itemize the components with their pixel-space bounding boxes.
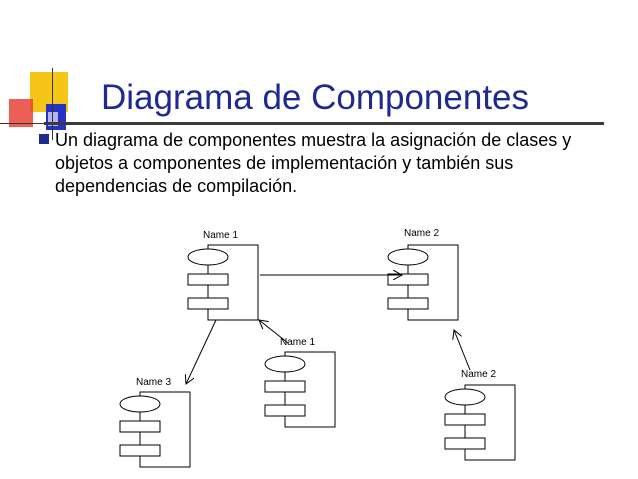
- slide-body-text: Un diagrama de componentes muestra la as…: [55, 130, 572, 196]
- red-square: [9, 99, 33, 127]
- slide-title: Diagrama de Componentes: [101, 78, 530, 117]
- component-port-bottom: [387, 297, 429, 310]
- component-label: Name 2: [404, 228, 439, 239]
- component-c4: Name 3: [119, 377, 191, 468]
- component-ellipse: [387, 248, 429, 266]
- component-c3: Name 1: [264, 337, 336, 428]
- component-port-top: [387, 273, 429, 286]
- bullet-square-icon: [39, 134, 49, 144]
- component-label: Name 2: [461, 369, 496, 380]
- vertical-line: [52, 68, 53, 140]
- component-port-top: [264, 380, 306, 393]
- component-port-bottom: [264, 404, 306, 417]
- component-port-top: [187, 273, 229, 286]
- dependency-arrow-c1-c4: [186, 319, 217, 384]
- title-underline: [44, 122, 604, 125]
- dependency-arrow-c5-c2: [454, 330, 471, 371]
- lavender-square: [48, 112, 58, 126]
- component-ellipse: [187, 248, 229, 266]
- component-label: Name 1: [280, 337, 315, 348]
- component-ellipse: [264, 355, 306, 373]
- component-c5: Name 2: [444, 369, 516, 461]
- component-c1: Name 1: [187, 230, 259, 321]
- component-port-top: [119, 420, 161, 433]
- component-c2: Name 2: [387, 228, 459, 321]
- component-label: Name 1: [203, 230, 238, 241]
- component-label: Name 3: [136, 377, 171, 388]
- component-ellipse: [444, 388, 486, 406]
- component-ellipse: [119, 395, 161, 413]
- components-group: Name 1 Name 2 Name 1 Name 3 Name 2: [119, 228, 516, 468]
- dependency-arrow-c3-c1: [259, 320, 289, 344]
- dependencies-group: [186, 275, 471, 384]
- component-port-bottom: [444, 437, 486, 450]
- component-port-bottom: [187, 297, 229, 310]
- component-port-top: [444, 413, 486, 426]
- component-port-bottom: [119, 444, 161, 457]
